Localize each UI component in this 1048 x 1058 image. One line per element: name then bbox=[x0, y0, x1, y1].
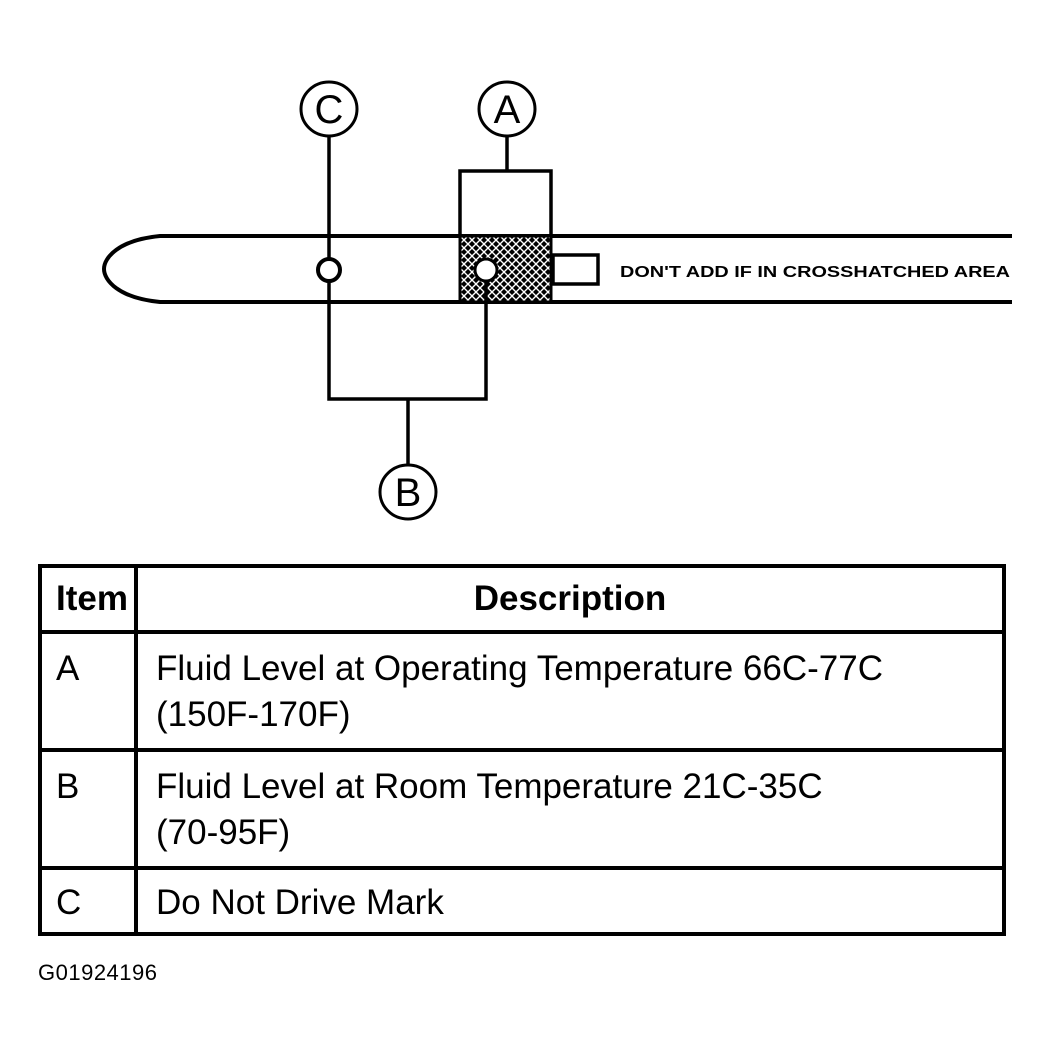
callout-c-circle bbox=[299, 80, 359, 138]
table-row: C Do Not Drive Mark bbox=[38, 866, 1006, 936]
row-description-line2: (150F-170F) bbox=[156, 695, 351, 734]
row-description-line1: Fluid Level at Operating Temperature 66C… bbox=[156, 649, 883, 688]
row-description-line1: Fluid Level at Room Temperature 21C-35C bbox=[156, 767, 823, 806]
figure-code: G01924196 bbox=[38, 960, 158, 985]
operating-level-mark bbox=[473, 257, 499, 283]
legend-table: Item Description A Fluid Level at Operat… bbox=[38, 564, 1006, 936]
dipstick-diagram: C A B DON'T ADD IF IN CROSSHATCHED AREA bbox=[101, 80, 1012, 521]
callout-c-label: C bbox=[315, 88, 344, 132]
row-description: Do Not Drive Mark bbox=[134, 866, 1006, 936]
bracket-a bbox=[458, 136, 553, 236]
dipstick-note: DON'T ADD IF IN CROSSHATCHED AREA bbox=[620, 264, 1011, 281]
row-description-line1: Do Not Drive Mark bbox=[156, 883, 444, 922]
callout-b: B bbox=[378, 463, 438, 521]
header-item: Item bbox=[38, 564, 138, 634]
callout-b-circle bbox=[378, 463, 438, 521]
header-description: Description bbox=[134, 564, 1006, 634]
crosshatched-area bbox=[458, 234, 553, 304]
legend-header-row: Item Description bbox=[38, 564, 1006, 634]
dipstick-blade bbox=[101, 234, 1012, 304]
do-not-drive-mark bbox=[316, 257, 342, 283]
row-description: Fluid Level at Operating Temperature 66C… bbox=[134, 630, 1006, 752]
callout-a-circle bbox=[477, 80, 537, 138]
callout-b-label: B bbox=[395, 471, 422, 515]
dipstick-slot bbox=[551, 253, 600, 286]
table-row: A Fluid Level at Operating Temperature 6… bbox=[38, 630, 1006, 752]
callout-a: A bbox=[477, 80, 537, 138]
callout-c: C bbox=[299, 80, 359, 138]
row-description: Fluid Level at Room Temperature 21C-35C … bbox=[134, 748, 1006, 870]
row-item: B bbox=[38, 748, 138, 870]
callout-a-label: A bbox=[494, 88, 521, 132]
table-row: B Fluid Level at Room Temperature 21C-35… bbox=[38, 748, 1006, 870]
row-description-line2: (70-95F) bbox=[156, 813, 291, 852]
bracket-b bbox=[327, 280, 488, 466]
row-item: C bbox=[38, 866, 138, 936]
row-item: A bbox=[38, 630, 138, 752]
